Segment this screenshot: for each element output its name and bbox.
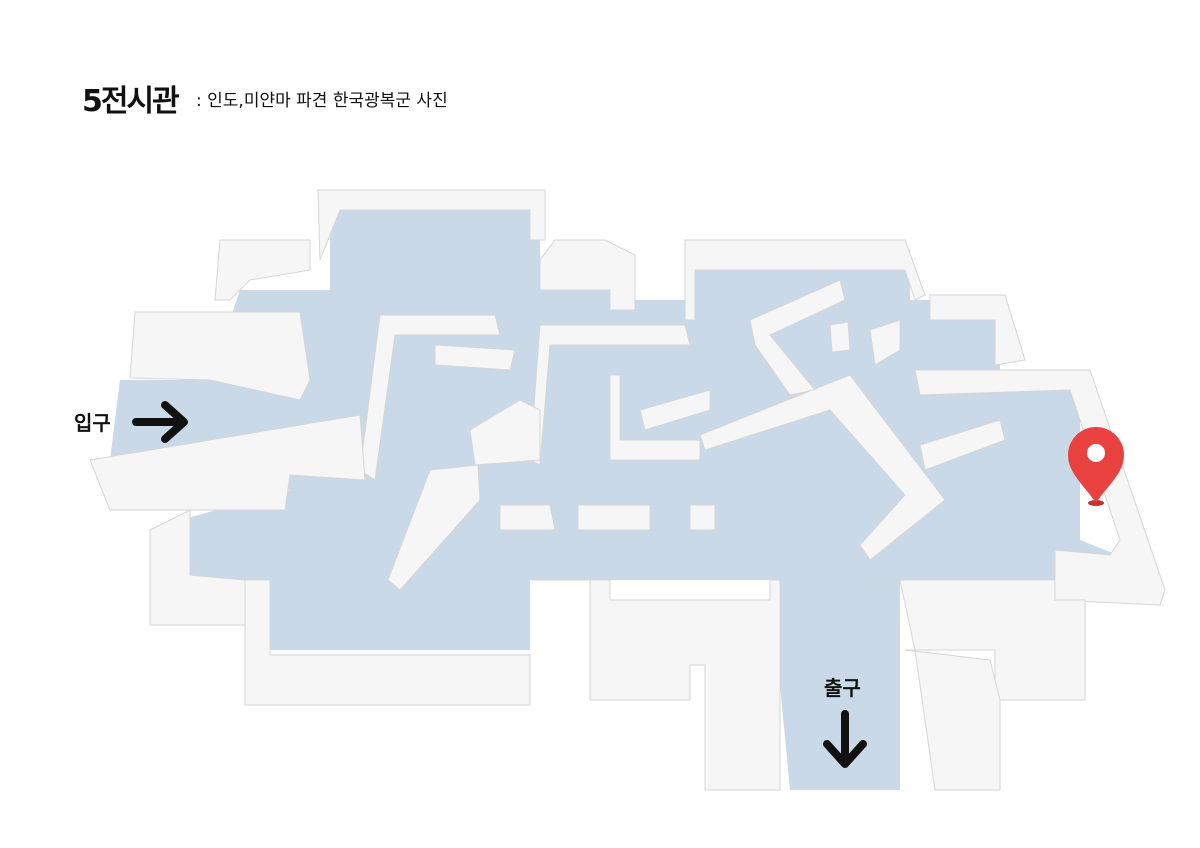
- exit-label: 출구: [824, 676, 861, 700]
- walls: [89, 189, 1166, 791]
- location-pin-icon[interactable]: [1062, 425, 1132, 510]
- page-title: 5전시관: [82, 84, 180, 119]
- exit-arrow-icon: [823, 710, 867, 768]
- page-subtitle: : 인도,미얀마 파견 한국광복군 사진: [196, 91, 448, 111]
- entrance-arrow-icon: [132, 401, 188, 443]
- entrance-label: 입구: [74, 411, 111, 435]
